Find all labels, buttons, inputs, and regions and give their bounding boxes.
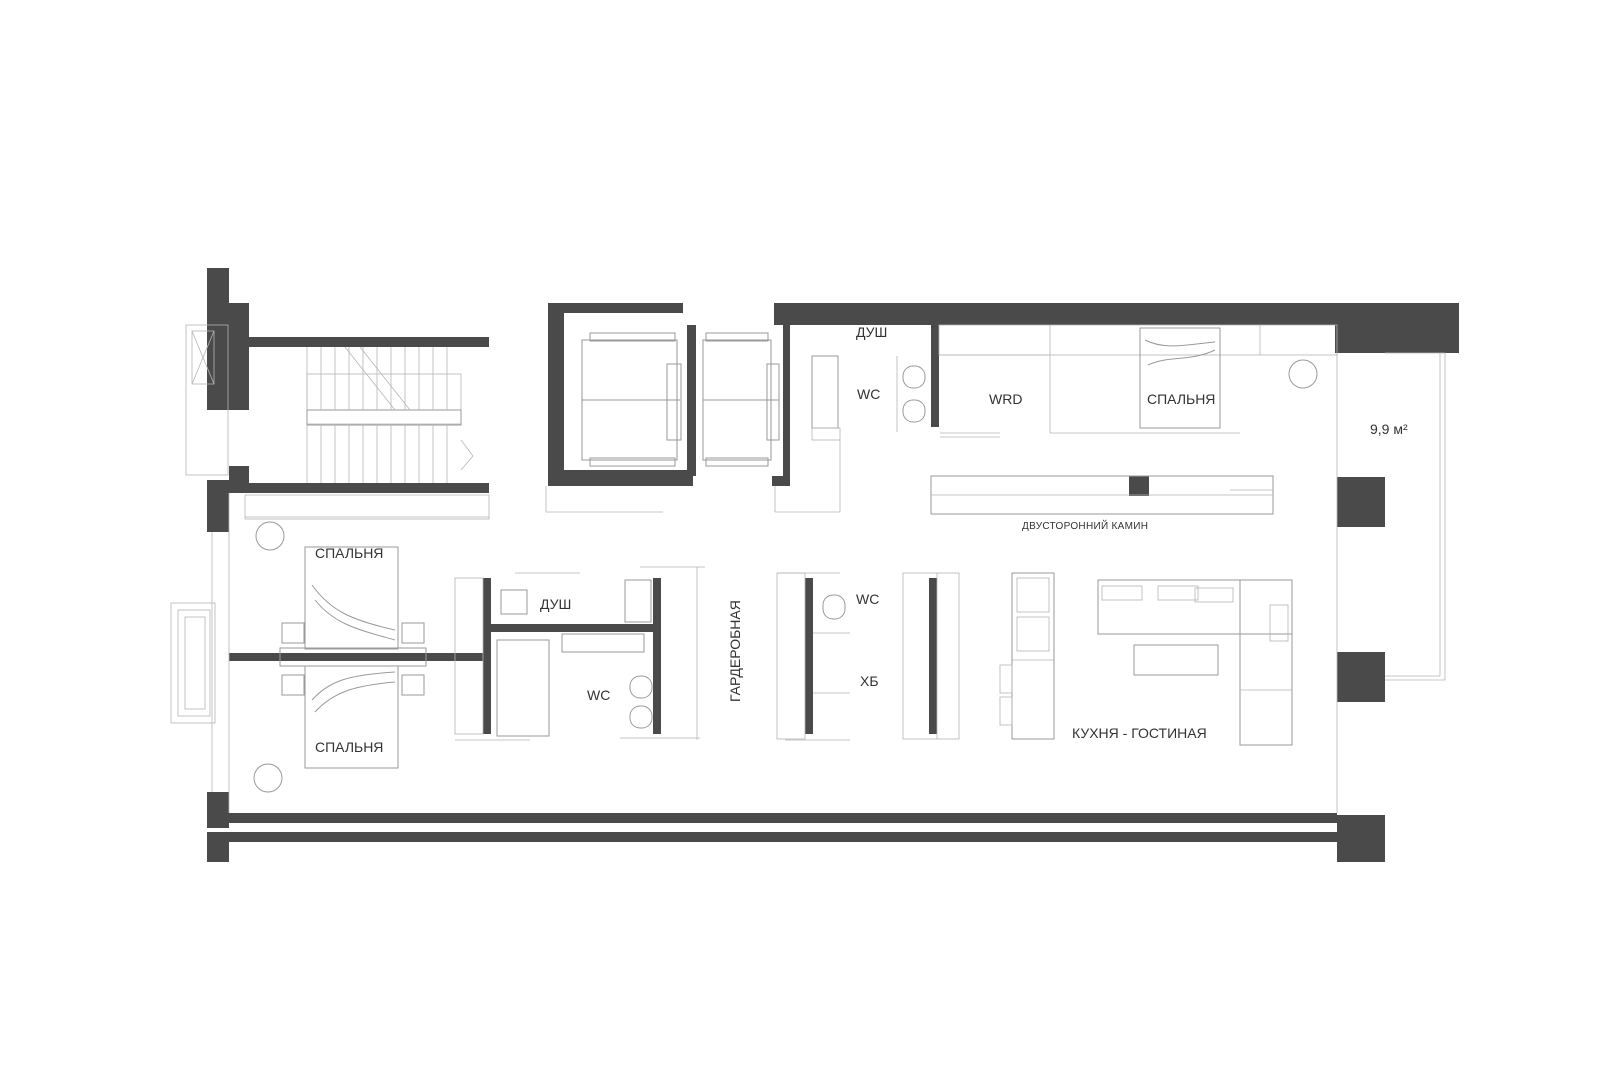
wall-wardrobe-right <box>805 578 813 734</box>
wall-left-lower-column <box>207 792 229 828</box>
label-wc-right: WC <box>856 591 879 607</box>
kitchen-living <box>999 572 1293 746</box>
wall-elevator-left <box>548 303 558 486</box>
wall-bottom-outer <box>229 832 1337 842</box>
toilet-mid-2 <box>629 705 653 729</box>
label-kitchen-living: КУХНЯ - ГОСТИНАЯ <box>1072 725 1207 741</box>
coffee-table <box>1133 644 1219 676</box>
label-bedroom-left-bottom: СПАЛЬНЯ <box>315 739 383 755</box>
wall-bottom-inner <box>229 813 1337 823</box>
label-wc-mid: WC <box>587 687 610 703</box>
wall-bath-mid-horizontal <box>491 624 653 632</box>
wall-elevator-bottom-left <box>548 476 693 486</box>
label-fireplace: ДВУСТОРОННИЙ КАМИН <box>1022 519 1148 532</box>
wall-utility-right <box>929 578 937 734</box>
top-bedroom <box>938 324 1338 434</box>
window-left-top-inner <box>191 330 215 385</box>
wall-stair-top <box>249 337 489 347</box>
staircase <box>306 346 474 483</box>
shower-tray-mid <box>500 589 528 615</box>
wall-elevator-top-left <box>548 303 683 313</box>
wall-elevator-divider <box>687 325 696 476</box>
bed-left-top <box>304 546 399 650</box>
walls <box>207 268 1459 862</box>
wall-elevator-right-bottom <box>772 476 790 486</box>
wall-left-top-column <box>207 268 229 410</box>
wall-right-pier-top <box>1337 477 1385 527</box>
sink-mid-2 <box>624 579 652 623</box>
chair-top-right <box>1288 359 1318 389</box>
chair-left-top <box>255 521 285 551</box>
labels: ДУШ WC WRD СПАЛЬНЯ 9,9 м² ДВУСТОРОННИЙ К… <box>315 324 1408 755</box>
fireplace-unit <box>930 475 1274 515</box>
label-bedroom-left-top: СПАЛЬНЯ <box>315 545 383 561</box>
bed-top <box>1139 327 1221 429</box>
fireplace-core <box>1129 476 1149 496</box>
label-balcony-area: 9,9 м² <box>1370 421 1408 437</box>
wall-elevator-inner-right <box>783 320 790 486</box>
label-bedroom-top: СПАЛЬНЯ <box>1147 391 1215 407</box>
sink-top <box>811 355 839 429</box>
label-shower-top: ДУШ <box>856 324 887 340</box>
bathtub-mid <box>496 639 550 737</box>
wall-top-corner <box>1335 303 1459 353</box>
kitchen-column <box>1011 572 1055 740</box>
wall-left-mid-column <box>207 480 229 532</box>
chair-left-bottom <box>253 763 283 793</box>
label-wc-top: WC <box>857 386 880 402</box>
label-utility: ХБ <box>860 673 879 689</box>
mid-bathroom <box>454 566 705 741</box>
wall-bath-mid-left <box>483 578 491 734</box>
window-left-top-outer <box>185 324 229 476</box>
outlines <box>170 324 1446 813</box>
wardrobe-utility <box>776 572 960 741</box>
wall-right-pier-mid <box>1337 652 1385 702</box>
elevators <box>545 332 841 513</box>
sink-mid <box>561 633 645 653</box>
window-left-lower-outer <box>170 602 216 724</box>
wall-bath-mid-right <box>653 578 661 734</box>
toilet-top-2 <box>902 399 926 423</box>
wall-left-mid-pier <box>229 466 249 493</box>
wall-elevator-inner-left <box>558 313 564 476</box>
wall-right-pier-bottom <box>1337 815 1385 862</box>
top-bathroom <box>811 355 1000 441</box>
balcony-outline <box>1385 352 1446 681</box>
window-left-lower-inner <box>184 616 206 710</box>
wall-stair-bottom <box>229 483 489 493</box>
toilet-mid-1 <box>629 675 653 699</box>
bed-left-bottom <box>304 665 399 769</box>
toilet-top-1 <box>902 365 926 389</box>
label-wrd: WRD <box>989 391 1022 407</box>
label-shower-mid: ДУШ <box>540 596 571 612</box>
label-wardrobe: ГАРДЕРОБНАЯ <box>727 600 743 702</box>
wall-top-exterior <box>774 303 1377 325</box>
wall-elevator-inner-bottom <box>558 470 693 476</box>
wall-left-top-pier <box>229 303 249 410</box>
wall-bedroom-divider <box>229 653 489 661</box>
left-bedrooms <box>244 494 490 793</box>
wall-left-bottom-column <box>207 832 229 862</box>
window-left-lower-mid <box>177 609 211 717</box>
wall-bath-partition <box>931 325 939 427</box>
toilet-right <box>822 594 846 620</box>
